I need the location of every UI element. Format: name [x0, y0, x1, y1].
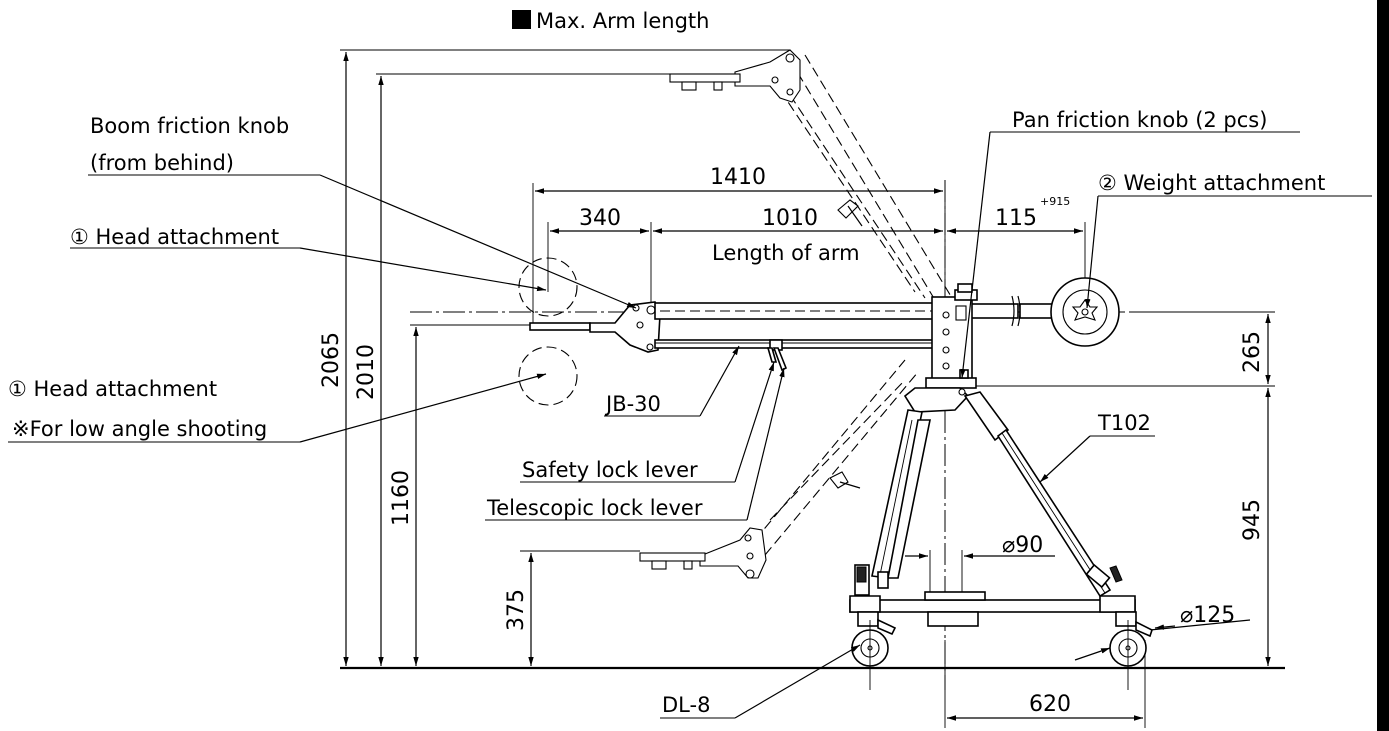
label-boom-friction-knob-note: (from behind) [90, 151, 234, 175]
head-attachment-circle-upper [518, 257, 578, 317]
top-horizontal-dims: 1410 340 1010 Length of arm 115 +915 [532, 165, 1086, 330]
dim-115-tolerance: +915 [1040, 195, 1070, 208]
dim-2065: 2065 [319, 332, 344, 388]
title-max-arm-length: Max. Arm length [536, 9, 709, 33]
dim-2010: 2010 [354, 344, 379, 400]
label-pan-friction-knob: Pan friction knob (2 pcs) [1012, 108, 1267, 132]
label-low-angle-note: ※For low angle shooting [12, 417, 267, 441]
dim-375: 375 [504, 589, 529, 631]
dim-1010: 1010 [762, 206, 818, 231]
label-dl8: DL-8 [662, 693, 710, 717]
head-attachment-circle-lower [518, 346, 578, 406]
label-telescopic-lock-lever: Telescopic lock lever [486, 496, 703, 520]
right-vertical-dims: 265 945 [960, 311, 1275, 669]
label-jb30: JB-30 [604, 392, 661, 416]
dim-1410: 1410 [710, 165, 766, 190]
dim-620: 620 [1029, 692, 1071, 717]
dim-dia90: ⌀90 [1002, 533, 1043, 558]
ghost-arm-raised [669, 49, 953, 301]
counterweight [1050, 277, 1120, 347]
dim-265: 265 [1240, 331, 1265, 373]
label-t102: T102 [1097, 411, 1151, 435]
bottom-horizontal-dims: 620 ⌀90 ⌀125 [905, 533, 1251, 728]
tripod [854, 387, 1123, 598]
label-head-attachment-low: ① Head attachment [8, 377, 217, 401]
dim-340: 340 [579, 206, 621, 231]
label-safety-lock-lever: Safety lock lever [522, 458, 698, 482]
left-vertical-dims: 2065 2010 1160 375 [319, 49, 790, 666]
main-jib-arm [529, 295, 1061, 372]
label-weight-attachment: ② Weight attachment [1098, 171, 1325, 195]
label-head-attachment: ① Head attachment [70, 225, 279, 249]
leader-lines [8, 131, 1372, 719]
dim-945: 945 [1240, 499, 1265, 541]
ghost-arm-lowered [639, 359, 919, 579]
pivot-head [925, 283, 978, 389]
label-length-of-arm: Length of arm [712, 241, 860, 265]
dim-1160: 1160 [389, 470, 414, 526]
dim-115: 115 [995, 206, 1037, 231]
frame-border [1377, 0, 1389, 731]
dolly [849, 591, 1153, 690]
title-square-icon [512, 10, 531, 29]
dim-dia125: ⌀125 [1180, 603, 1235, 628]
label-boom-friction-knob: Boom friction knob [90, 114, 289, 138]
